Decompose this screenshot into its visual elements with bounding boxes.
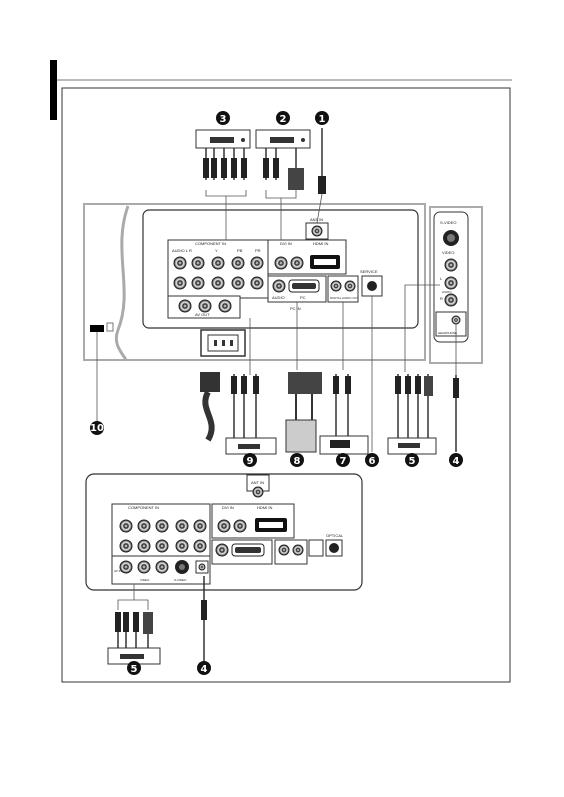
power-socket xyxy=(200,329,246,357)
dvi-in-label: DVI IN xyxy=(280,241,292,246)
side-headphone-label: HEADPHONE xyxy=(438,331,457,335)
page-tab-marker xyxy=(50,60,57,120)
component-pr-label: PR xyxy=(255,248,261,253)
svg-text:4: 4 xyxy=(201,664,208,675)
device-component-source xyxy=(195,129,251,149)
side-audio-label: AUDIO xyxy=(442,290,452,294)
figure-frame xyxy=(61,87,511,683)
plugs-top xyxy=(203,158,326,194)
alt-s-video-label: S-VIDEO xyxy=(174,578,187,582)
digital-audio-block: DIGITAL AUDIO OUT xyxy=(327,275,359,303)
device-audio-amp xyxy=(319,374,369,455)
side-s-video-label: S-VIDEO xyxy=(440,220,456,225)
alt-dvi-in-label: DVI IN xyxy=(222,505,234,510)
svg-text:9: 9 xyxy=(247,456,254,467)
alt-video-label: VIDEO xyxy=(140,578,150,582)
device-hdmi-source xyxy=(255,129,311,149)
digital-audio-out-label: DIGITAL AUDIO OUT xyxy=(330,296,359,300)
callout-7: 7 xyxy=(336,453,350,467)
callout-3: 3 xyxy=(216,111,230,125)
svg-text:8: 8 xyxy=(294,456,301,467)
av-out-block: AV OUT xyxy=(167,295,241,319)
side-video-label: VIDEO xyxy=(442,250,454,255)
callout-2: 2 xyxy=(276,111,290,125)
headphone-cable xyxy=(453,375,459,452)
side-l-label: L xyxy=(440,276,443,281)
callout-8: 8 xyxy=(290,453,304,467)
side-r-label: R xyxy=(440,296,443,301)
callout-1: 1 xyxy=(315,111,329,125)
svg-text:10: 10 xyxy=(90,423,104,434)
av-out-label: AV OUT xyxy=(195,312,210,317)
component-pb-label: PB xyxy=(237,248,243,253)
callout-6: 6 xyxy=(365,453,379,467)
svg-text:2: 2 xyxy=(280,114,287,125)
device-camcorder xyxy=(387,374,437,455)
component-audio-label: AUDIO L R xyxy=(172,248,192,253)
callout-5-alt: 5 xyxy=(127,661,141,675)
svg-text:3: 3 xyxy=(220,114,227,125)
pc-in-block: AUDIO PC PC IN xyxy=(267,275,327,311)
device-pc xyxy=(285,372,322,453)
svg-text:5: 5 xyxy=(131,664,138,675)
callout-4-alt: 4 xyxy=(197,661,211,675)
power-cord xyxy=(200,372,220,442)
alt-av-in-label: AV IN xyxy=(114,569,122,573)
hdmi-in-label: HDMI IN xyxy=(313,241,328,246)
pc-audio-label: AUDIO xyxy=(272,295,285,300)
component-y-label: Y xyxy=(215,248,218,253)
component-in-block: COMPONENT IN AUDIO L R Y PB PR xyxy=(167,239,269,299)
callout-5: 5 xyxy=(405,453,419,467)
pc-label: PC xyxy=(300,295,306,300)
alt-component-in-label: COMPONENT IN xyxy=(128,505,159,510)
ant-in-jack: ANT IN xyxy=(305,217,329,240)
svg-text:5: 5 xyxy=(409,456,416,467)
dvi-hdmi-block: DVI IN HDMI IN xyxy=(267,239,347,275)
ant-in-label: ANT IN xyxy=(310,217,323,222)
kensington-lock xyxy=(90,322,114,332)
svg-text:7: 7 xyxy=(340,456,347,467)
alt-rear-panel: ANT IN COMPONENT IN DVI IN HDMI IN OPTIC… xyxy=(85,473,363,591)
callout-10: 10 xyxy=(90,421,104,435)
svg-text:4: 4 xyxy=(453,456,460,467)
service-label: SERVICE xyxy=(360,269,378,274)
leader-lines xyxy=(96,190,457,452)
callout-4: 4 xyxy=(449,453,463,467)
pc-in-label: PC IN xyxy=(290,306,301,311)
callout-9: 9 xyxy=(243,453,257,467)
side-headphone-jack xyxy=(451,315,461,325)
alt-hdmi-in-label: HDMI IN xyxy=(257,505,272,510)
component-in-label: COMPONENT IN xyxy=(195,241,226,246)
alt-optical-label: OPTICAL xyxy=(326,533,344,538)
svg-text:1: 1 xyxy=(319,114,326,125)
device-av-source xyxy=(225,374,277,455)
svg-text:6: 6 xyxy=(369,456,376,467)
alt-ant-in-label: ANT IN xyxy=(251,480,264,485)
optical-port: SERVICE xyxy=(360,269,383,297)
